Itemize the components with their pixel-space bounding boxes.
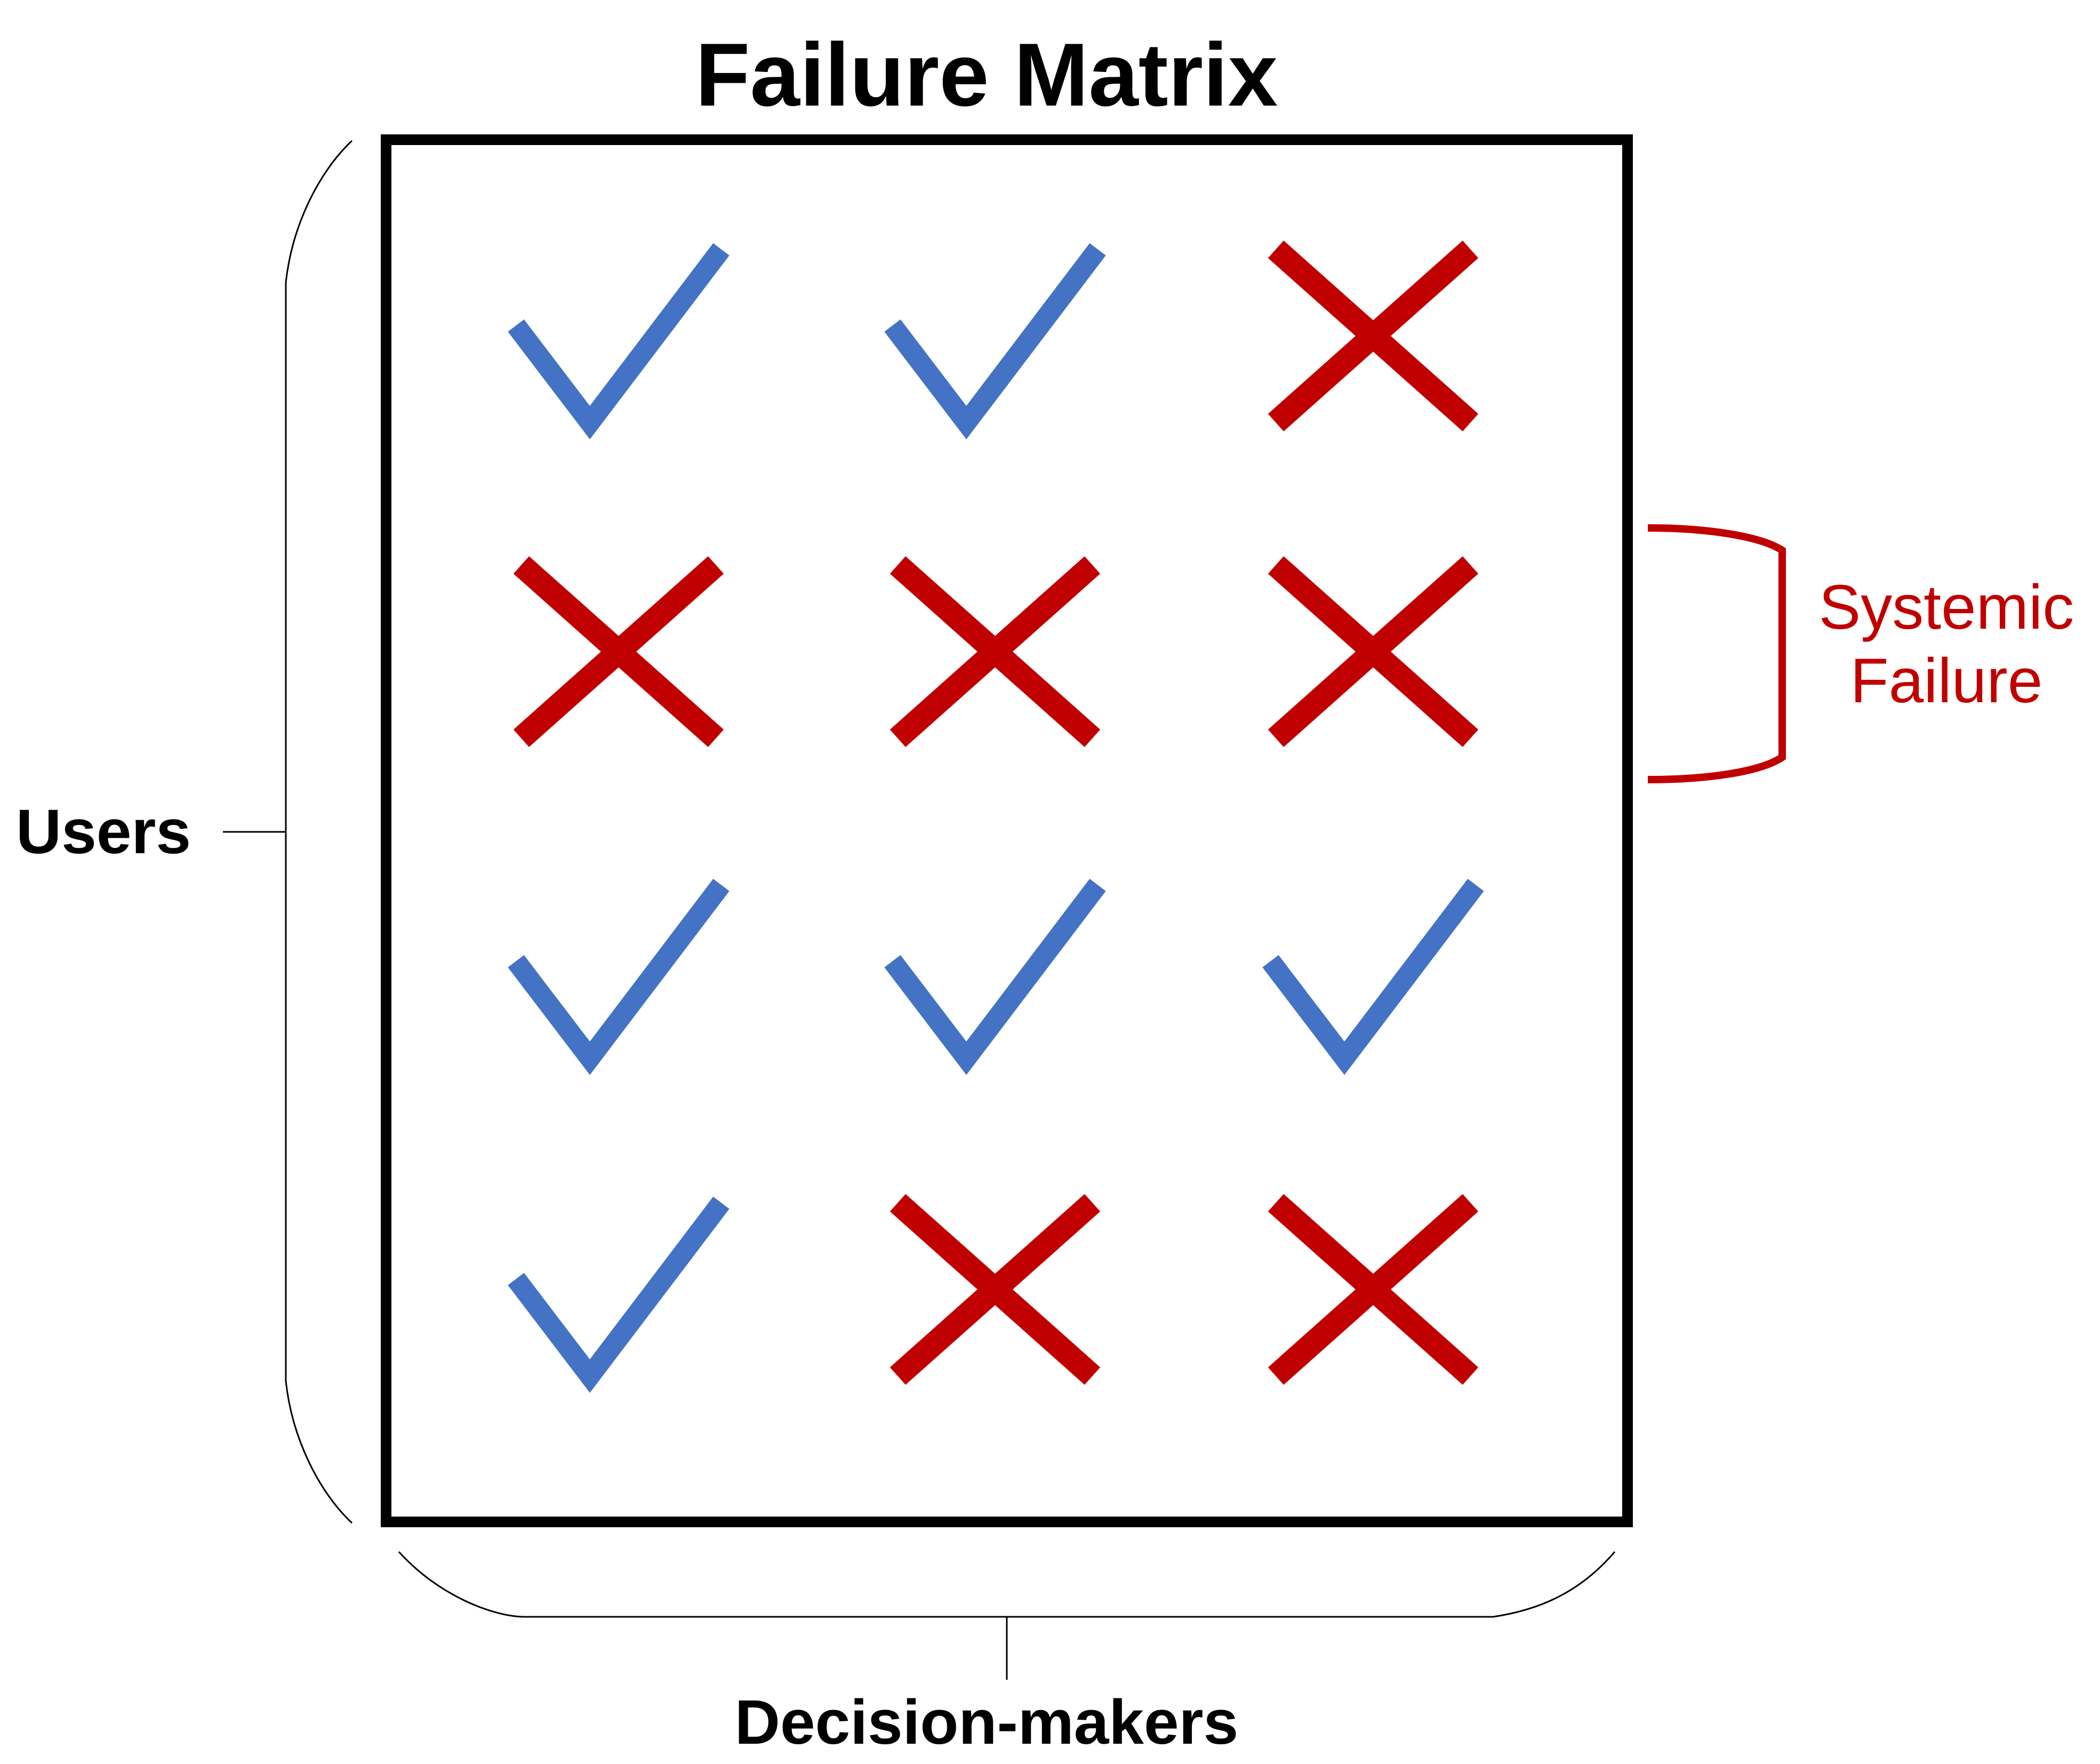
cross-icon — [513, 556, 724, 747]
cross-icon — [1268, 556, 1479, 747]
decision-makers-brace — [398, 1551, 1616, 1618]
cross-icon — [889, 1194, 1101, 1385]
matrix-frame — [381, 134, 1633, 1527]
check-icon — [508, 243, 730, 439]
cross-icon — [1268, 1194, 1479, 1385]
systemic-failure-label: Systemic Failure — [1797, 571, 2096, 718]
users-brace — [285, 140, 353, 1524]
check-icon — [884, 243, 1106, 439]
users-axis-label: Users — [16, 797, 191, 867]
systemic-failure-label-line1: Systemic — [1818, 572, 2074, 643]
check-icon — [1262, 879, 1484, 1075]
systemic-failure-label-line2: Failure — [1850, 646, 2043, 716]
systemic-failure-bracket — [1647, 524, 1786, 783]
diagram-title: Failure Matrix — [695, 25, 1278, 125]
cross-icon — [1268, 240, 1479, 431]
decision-makers-axis-label: Decision-makers — [734, 1687, 1239, 1758]
cross-icon — [889, 556, 1101, 747]
check-icon — [508, 1197, 730, 1393]
check-icon — [884, 879, 1106, 1075]
matrix-marks — [508, 240, 1484, 1393]
check-icon — [508, 879, 730, 1075]
